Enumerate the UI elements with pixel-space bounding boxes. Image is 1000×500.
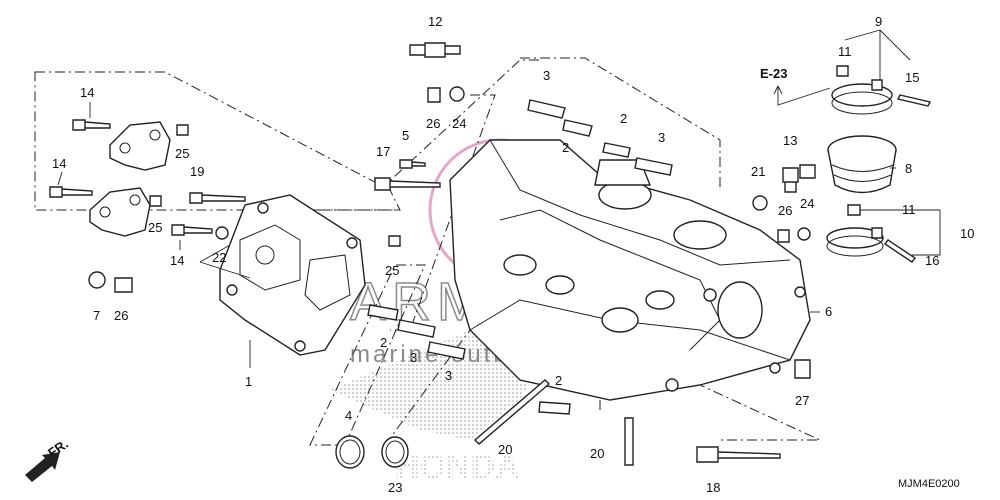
bolt-19 bbox=[189, 192, 246, 204]
callout-6: 6 bbox=[825, 304, 832, 319]
clip-11-upper bbox=[836, 65, 849, 77]
callout-24: 24 bbox=[452, 116, 466, 131]
callout-25: 25 bbox=[175, 146, 189, 161]
callout-14: 14 bbox=[52, 156, 66, 171]
washer-21 bbox=[752, 195, 768, 211]
seal-7 bbox=[88, 271, 106, 289]
guide-pins bbox=[367, 99, 673, 415]
callout-3: 3 bbox=[543, 68, 550, 83]
bracket-lower bbox=[89, 187, 151, 237]
bolt-5 bbox=[399, 159, 426, 169]
small-parts bbox=[88, 65, 861, 469]
stud-20-right bbox=[624, 417, 634, 466]
dowel-26-right bbox=[777, 229, 790, 243]
callout-2: 2 bbox=[562, 140, 569, 155]
callout-22: 22 bbox=[212, 250, 226, 265]
callout-10: 10 bbox=[960, 226, 974, 241]
callout-21: 21 bbox=[751, 164, 765, 179]
callout-20: 20 bbox=[590, 446, 604, 461]
callout-11: 11 bbox=[838, 44, 852, 59]
callout-25: 25 bbox=[148, 220, 162, 235]
callout-5: 5 bbox=[402, 128, 409, 143]
callout-26: 26 bbox=[426, 116, 440, 131]
callout-4: 4 bbox=[345, 408, 352, 423]
band-9 bbox=[831, 79, 893, 115]
sensor-12 bbox=[409, 42, 461, 58]
bracket-upper bbox=[109, 121, 171, 171]
callout-7: 7 bbox=[93, 308, 100, 323]
leader-lines bbox=[57, 29, 941, 368]
bolt-18 bbox=[696, 446, 781, 463]
dowel-26-upper bbox=[427, 87, 441, 103]
washer-24-upper bbox=[449, 86, 465, 102]
callout-3: 3 bbox=[658, 130, 665, 145]
bolt-15 bbox=[896, 94, 932, 107]
callout-2: 2 bbox=[620, 111, 627, 126]
callout-15: 15 bbox=[905, 70, 919, 85]
drawing-code: MJM4E0200 bbox=[898, 478, 960, 490]
callout-23: 23 bbox=[388, 480, 402, 495]
callout-14: 14 bbox=[80, 85, 94, 100]
dowel-25-upper bbox=[176, 124, 189, 136]
callout-2: 2 bbox=[380, 335, 387, 350]
callout-12: 12 bbox=[428, 14, 442, 29]
washer-24-right bbox=[797, 227, 811, 241]
band-10 bbox=[826, 227, 884, 257]
callout-14: 14 bbox=[170, 253, 184, 268]
callout-17: 17 bbox=[376, 144, 390, 159]
callout-2: 2 bbox=[555, 373, 562, 388]
dowel-27 bbox=[794, 359, 811, 379]
callout-3: 3 bbox=[410, 350, 417, 365]
callout-labels: 1 2 2 2 2 3 3 3 3 4 5 6 7 8 9 10 11 11 1… bbox=[52, 14, 974, 495]
callout-25: 25 bbox=[385, 263, 399, 278]
reference-label[interactable]: E-23 bbox=[760, 66, 787, 81]
callout-27: 27 bbox=[795, 393, 809, 408]
callout-19: 19 bbox=[190, 164, 204, 179]
dowel-25-middle bbox=[149, 195, 162, 207]
sensor-13 bbox=[782, 164, 816, 193]
bolt-14-middle bbox=[49, 186, 93, 198]
stud-20-left bbox=[473, 379, 551, 445]
clip-11-lower bbox=[847, 204, 861, 216]
watermark-brand: HONDA bbox=[395, 448, 520, 486]
bolt-14-upper bbox=[72, 119, 111, 131]
front-direction: FR. bbox=[25, 436, 71, 482]
dowel-26-left bbox=[114, 277, 133, 293]
bolt-14-lower bbox=[171, 224, 213, 236]
bolt-16 bbox=[883, 239, 917, 263]
callout-18: 18 bbox=[706, 480, 720, 495]
dowel-25-lower bbox=[388, 235, 401, 247]
callout-20: 20 bbox=[498, 442, 512, 457]
callout-16: 16 bbox=[925, 253, 939, 268]
cylinder-head bbox=[449, 139, 811, 401]
bolt-17 bbox=[374, 177, 441, 191]
callout-1: 1 bbox=[245, 374, 252, 389]
callout-26: 26 bbox=[114, 308, 128, 323]
washer-22 bbox=[215, 226, 229, 240]
bolts bbox=[49, 94, 932, 466]
head-cover bbox=[219, 194, 366, 356]
callout-8: 8 bbox=[905, 161, 912, 176]
callout-13: 13 bbox=[783, 133, 797, 148]
callout-3: 3 bbox=[445, 368, 452, 383]
callout-24: 24 bbox=[800, 196, 814, 211]
callout-11: 11 bbox=[902, 202, 916, 217]
insulator-joint bbox=[827, 135, 897, 194]
reference-e23[interactable]: E-23 bbox=[760, 66, 831, 106]
callout-9: 9 bbox=[875, 14, 882, 29]
front-arrow-icon bbox=[25, 452, 60, 482]
callout-26: 26 bbox=[778, 203, 792, 218]
